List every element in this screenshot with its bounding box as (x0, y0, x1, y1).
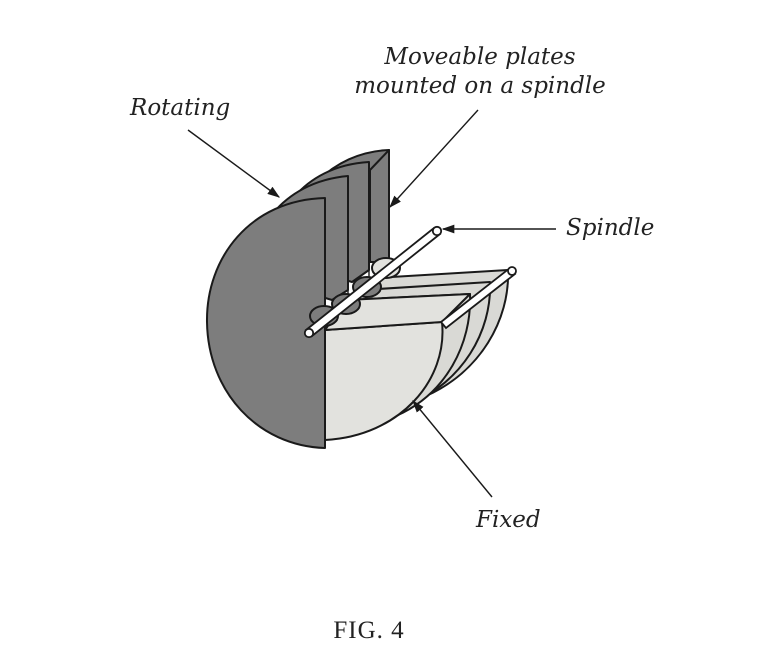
fixed-rod-end (507, 266, 517, 276)
label-moveable-line2: mounted on a spindle (354, 73, 606, 99)
rotating-pointer (187, 129, 281, 198)
spindle-rod (303, 225, 443, 339)
label-spindle: Spindle (566, 215, 654, 241)
rotating-plates (205, 149, 390, 449)
spindle-end-back (431, 225, 443, 237)
rotor-plate-back-fill (369, 149, 390, 263)
fixed-pointer (412, 400, 493, 498)
moveable-plates-pointer (389, 109, 479, 208)
label-moveable-line1: Moveable plates (383, 44, 575, 70)
label-fixed: Fixed (475, 507, 541, 533)
spindle-end-front (303, 327, 315, 339)
figure-caption: FIG. 4 (333, 617, 404, 644)
fixed-plate-rod (439, 266, 517, 330)
fixed-plate-front (324, 321, 444, 441)
label-rotating: Rotating (129, 95, 230, 121)
rotor-plate-front (205, 197, 326, 449)
